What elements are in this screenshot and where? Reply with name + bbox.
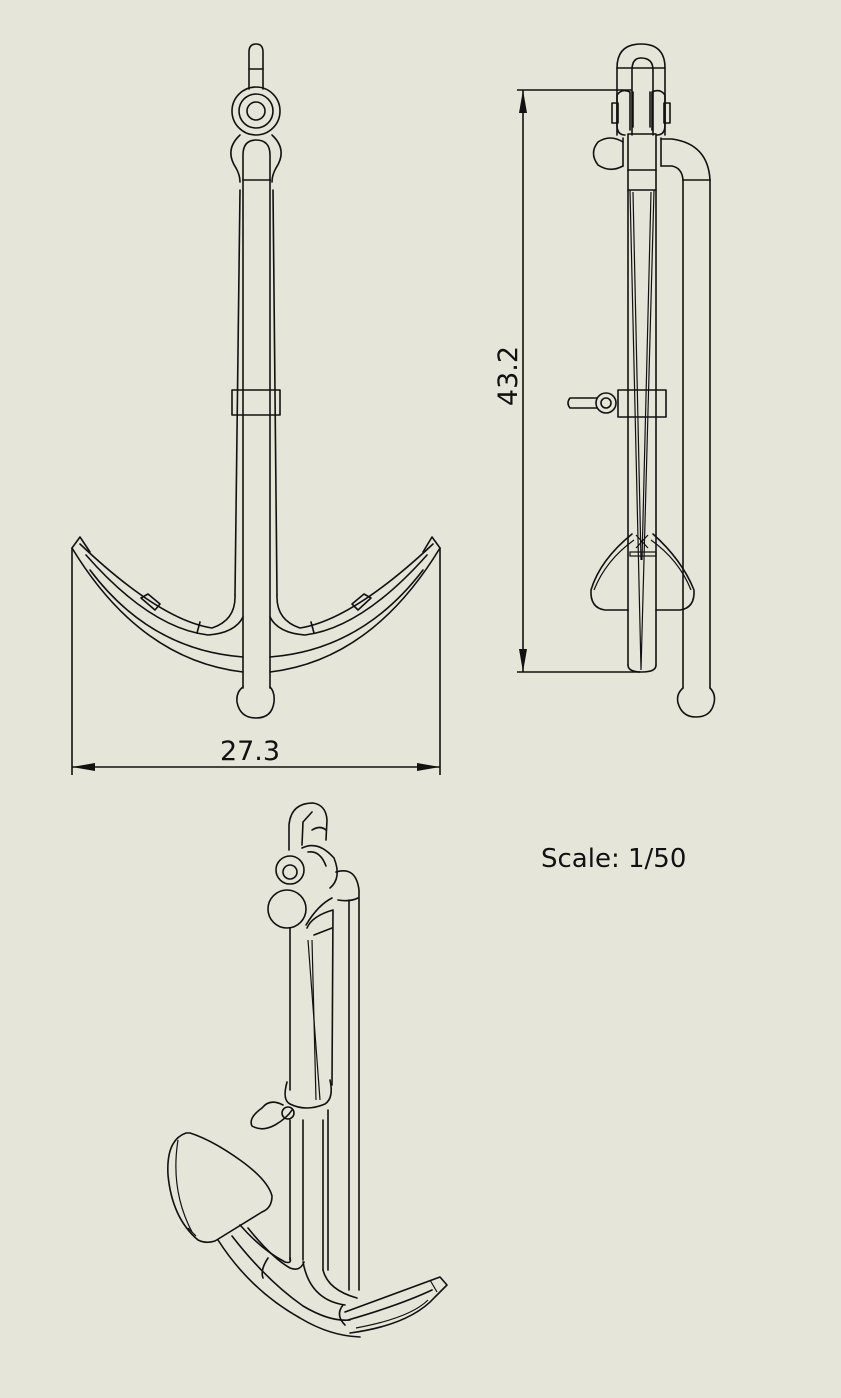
isometric-view: [167, 802, 448, 1338]
scale-label: Scale: 1/50: [541, 844, 687, 874]
dimension-width-label: 27.3: [220, 736, 280, 767]
arrow-right-icon: [417, 763, 440, 771]
arrow-up-icon: [519, 90, 527, 113]
dimension-height-label: 43.2: [493, 346, 524, 406]
arrow-down-icon: [519, 649, 527, 672]
side-view: [567, 43, 716, 718]
dimension-width: 27.3: [71, 548, 441, 775]
front-view: [71, 43, 441, 719]
dimension-height: 43.2: [493, 89, 640, 673]
arrow-left-icon: [72, 763, 95, 771]
